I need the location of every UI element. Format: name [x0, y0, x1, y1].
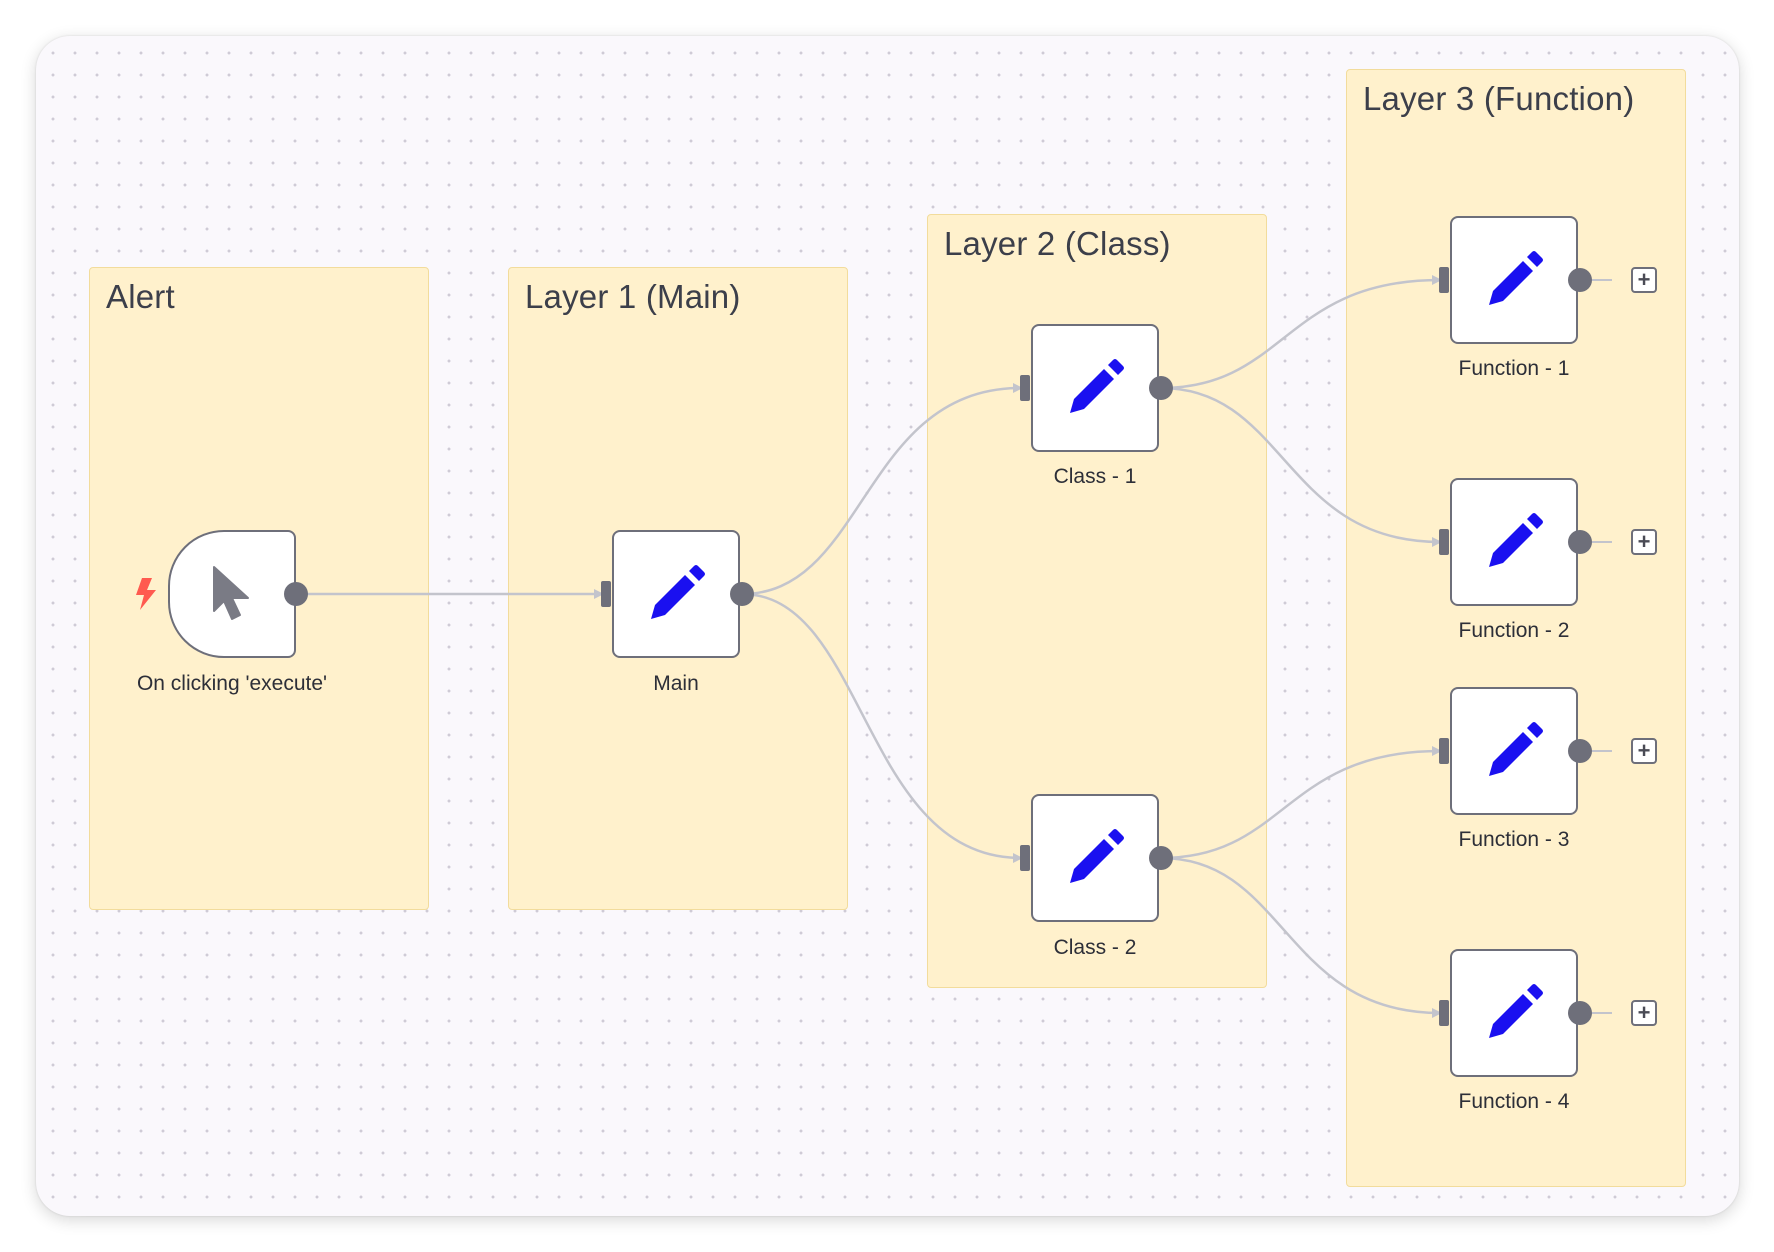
node-label: Function - 3 [1458, 828, 1570, 851]
function-3-input-port[interactable] [1439, 738, 1449, 764]
node-label: Function - 1 [1458, 357, 1570, 380]
node-label: Function - 2 [1458, 619, 1570, 642]
function-3-node[interactable] [1450, 687, 1578, 815]
function-1-output-port[interactable] [1568, 268, 1592, 292]
pencil-icon [1070, 829, 1124, 883]
class-1-input-port[interactable] [1020, 375, 1030, 401]
function-4-output-port[interactable] [1568, 1001, 1592, 1025]
pencil-icon [1489, 984, 1543, 1038]
lightning-bolt-icon [136, 578, 156, 610]
class-1-output-port[interactable] [1149, 376, 1173, 400]
cursor-icon [213, 566, 249, 620]
class-2-output-port[interactable] [1149, 846, 1173, 870]
main-input-port[interactable] [601, 581, 611, 607]
function-4-node[interactable] [1450, 949, 1578, 1077]
pencil-icon [1070, 359, 1124, 413]
node-label: Class - 2 [1053, 936, 1137, 959]
function-2-input-port[interactable] [1439, 529, 1449, 555]
group-title: Layer 2 (Class) [944, 225, 1171, 262]
group-title: Alert [106, 278, 175, 315]
trigger-node[interactable] [168, 530, 296, 658]
pencil-icon [1489, 722, 1543, 776]
function-2-node[interactable] [1450, 478, 1578, 606]
function-2-output-port[interactable] [1568, 530, 1592, 554]
group-title: Layer 3 (Function) [1363, 80, 1635, 117]
node-label: Function - 4 [1458, 1090, 1570, 1113]
class-2-node[interactable] [1031, 794, 1159, 922]
add-connector-line [1592, 541, 1612, 543]
function-1-node[interactable] [1450, 216, 1578, 344]
add-connector-line [1592, 279, 1612, 281]
pencil-icon [651, 565, 705, 619]
node-label: Main [653, 672, 699, 695]
pencil-icon [1489, 251, 1543, 305]
main-node[interactable] [612, 530, 740, 658]
node-label: Class - 1 [1053, 465, 1137, 488]
pencil-icon [1489, 513, 1543, 567]
group-title: Layer 1 (Main) [525, 278, 741, 315]
function-4-input-port[interactable] [1439, 1000, 1449, 1026]
add-node-button[interactable]: + [1631, 529, 1657, 555]
function-1-input-port[interactable] [1439, 267, 1449, 293]
workflow-canvas[interactable]: Alert Layer 1 (Main) Layer 2 (Class) Lay… [36, 36, 1739, 1216]
class-2-input-port[interactable] [1020, 845, 1030, 871]
class-1-node[interactable] [1031, 324, 1159, 452]
trigger-output-port[interactable] [284, 582, 308, 606]
add-node-button[interactable]: + [1631, 1000, 1657, 1026]
add-connector-line [1592, 750, 1612, 752]
add-node-button[interactable]: + [1631, 738, 1657, 764]
node-label: On clicking 'execute' [136, 672, 328, 695]
function-3-output-port[interactable] [1568, 739, 1592, 763]
main-output-port[interactable] [730, 582, 754, 606]
add-node-button[interactable]: + [1631, 267, 1657, 293]
add-connector-line [1592, 1012, 1612, 1014]
